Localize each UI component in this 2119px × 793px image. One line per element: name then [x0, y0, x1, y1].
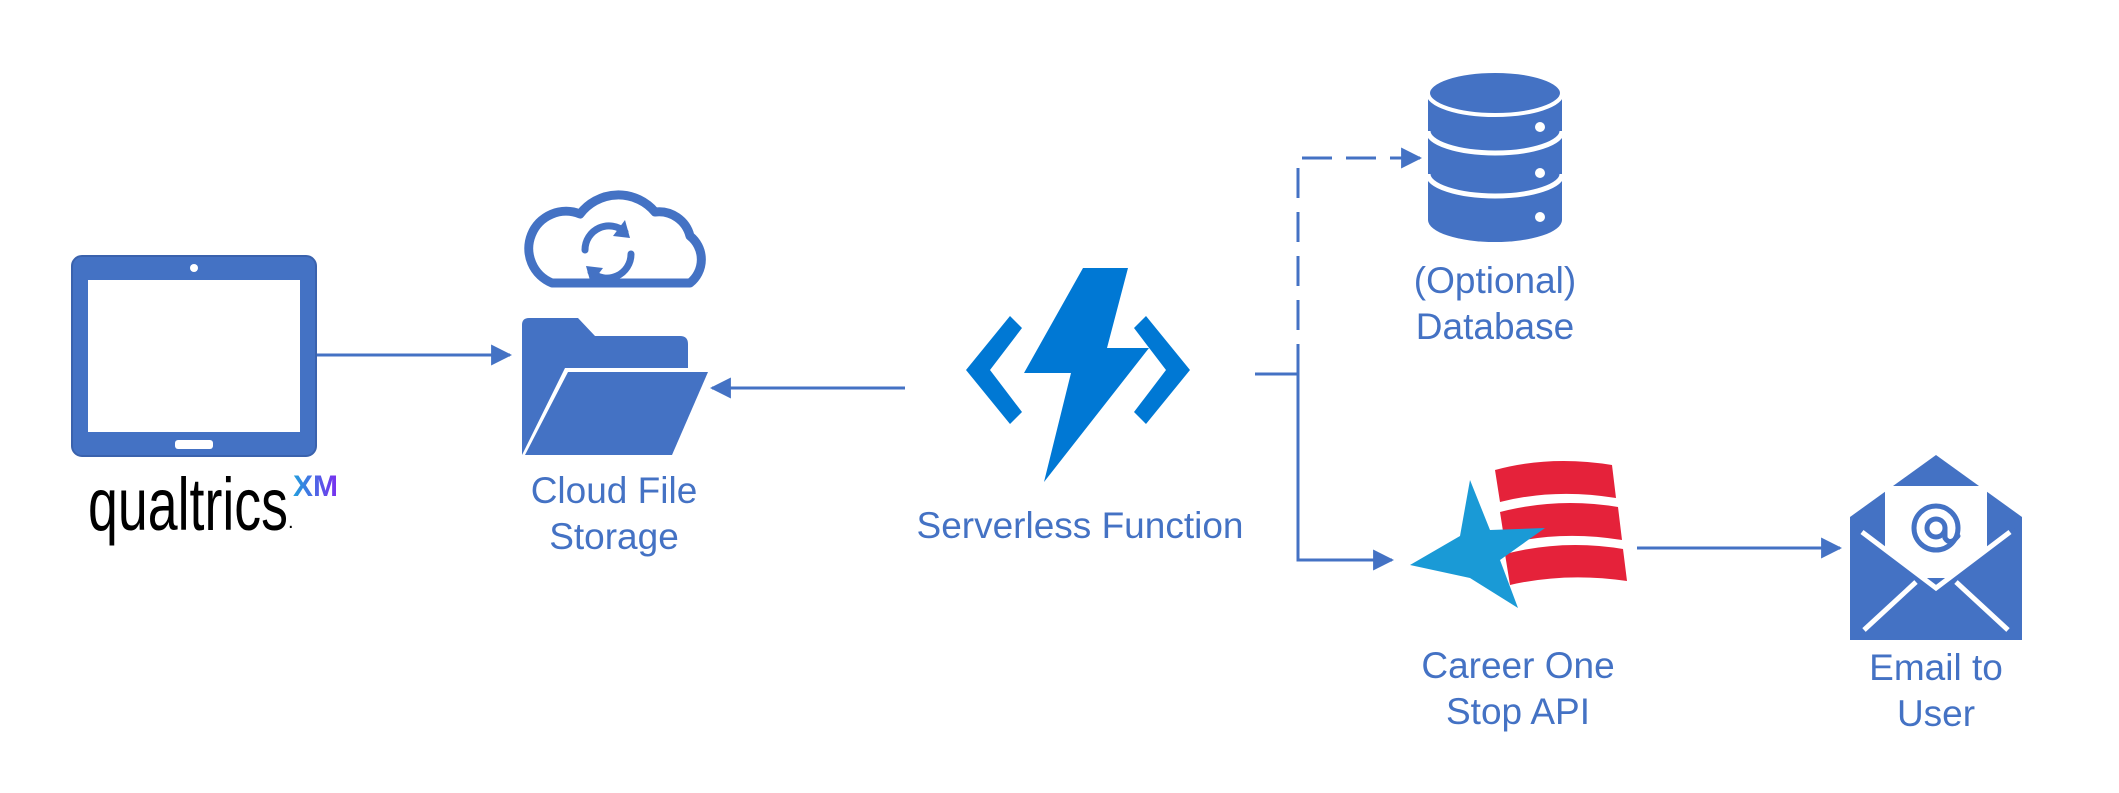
edge-serverless-to-career-api: [1255, 372, 1395, 571]
qualtrics-logo-xm: XM: [293, 470, 338, 503]
qualtrics-node: qualtrics . XM: [71, 255, 338, 546]
email-label-line2: User: [1897, 693, 1975, 734]
database-label-line2: Database: [1416, 306, 1574, 347]
qualtrics-logo-mark: .: [288, 511, 294, 533]
envelope-at-icon: [1850, 455, 2022, 640]
qualtrics-logo: qualtrics . XM: [88, 463, 338, 546]
folder-icon: [522, 318, 708, 455]
qualtrics-logo-text: qualtrics: [88, 463, 288, 546]
cloud-storage-label-line1: Cloud File: [531, 470, 698, 511]
edge-serverless-to-database: [1296, 147, 1423, 374]
tablet-icon: [71, 255, 317, 457]
career-api-node: Career One Stop API: [1410, 461, 1627, 732]
database-node: (Optional) Database: [1414, 69, 1576, 347]
connectors: [310, 147, 1843, 571]
career-api-label-line2: Stop API: [1446, 691, 1590, 732]
database-icon: [1425, 69, 1565, 242]
database-label-line1: (Optional): [1414, 260, 1576, 301]
email-label-line1: Email to: [1869, 647, 2003, 688]
email-node: Email to User: [1850, 455, 2022, 734]
cloud-sync-icon: [524, 190, 706, 288]
cloud-storage-node: Cloud File Storage: [522, 190, 708, 557]
lightning-function-icon: [966, 268, 1190, 482]
serverless-node: Serverless Function: [917, 268, 1244, 546]
serverless-label: Serverless Function: [917, 505, 1244, 546]
cloud-storage-label-line2: Storage: [549, 516, 679, 557]
star-flag-icon: [1410, 461, 1627, 608]
career-api-label-line1: Career One: [1421, 645, 1614, 686]
